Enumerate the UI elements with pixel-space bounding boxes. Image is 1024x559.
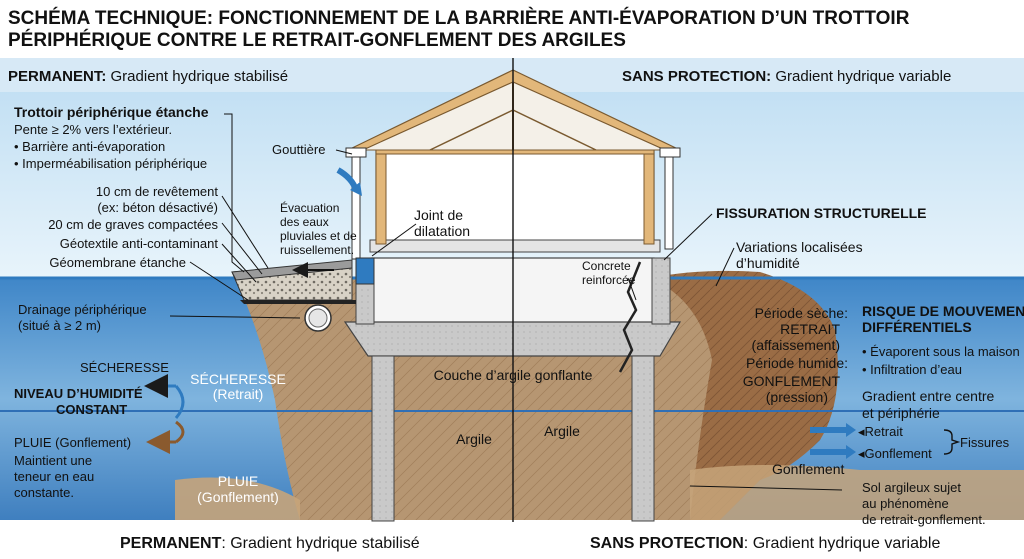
sol-line3: de retrait-gonflement.	[862, 512, 986, 527]
drainage-line1: Drainage périphérique	[18, 302, 147, 317]
water-zone-left	[0, 278, 300, 520]
variations-line1: Variations localisées	[736, 239, 863, 255]
house-upper-floor	[375, 149, 655, 247]
gradient-line1: Gradient entre centre	[862, 388, 995, 404]
soil-gonflement: (Gonflement)	[197, 489, 279, 505]
fissuration-label: FISSURATION STRUCTURELLE	[716, 205, 927, 221]
concrete-line1: Concrete	[582, 259, 631, 273]
humide-line3: (pression)	[766, 389, 828, 405]
moisture-arrow-down	[175, 420, 185, 444]
leader-lines-right	[627, 213, 843, 491]
moisture-arrow-up	[174, 385, 185, 419]
sidewalk-slope: Pente ≥ 2% vers l’extérieur.	[14, 122, 172, 137]
humidity-zone-right	[650, 270, 838, 520]
joint-line2: dilatation	[414, 223, 470, 239]
sidewalk-bullet1: • Barrière anti-évaporation	[14, 139, 165, 154]
left-header: PERMANENT: Gradient hydrique stabilisé	[8, 68, 288, 85]
sidewalk-bullet2: • Imperméabilisation périphérique	[14, 156, 207, 171]
niveau-line1: NIVEAU D’HUMIDITÉ	[14, 386, 143, 401]
risque-bullet1: • Évaporent sous la maison	[862, 344, 1020, 359]
risque-line1: RISQUE DE MOUVEMENTS	[862, 303, 1024, 319]
gradient-line2: et périphérie	[862, 405, 940, 421]
layer-gravel: 20 cm de graves compactées	[48, 217, 218, 232]
soil-pluie: PLUIE	[218, 473, 258, 489]
gutter-left	[345, 147, 367, 158]
risque-bullet2: • Infiltration d’eau	[862, 362, 962, 377]
argile-right: Argile	[544, 423, 580, 439]
maintient-line3: constante.	[14, 485, 74, 500]
maintient-line2: teneur en eau	[14, 469, 94, 484]
variations-line2: d’humidité	[736, 255, 800, 271]
couche-label: Couche d’argile gonflante	[434, 367, 593, 383]
argile-left: Argile	[456, 431, 492, 447]
concrete-line2: reinforcée	[582, 273, 636, 287]
gonflement-text: ◂Gonflement	[858, 446, 932, 461]
left-pluie: PLUIE (Gonflement)	[14, 435, 131, 450]
drainage-line2: (situé à ≥ 2 m)	[18, 318, 101, 333]
gutter-right	[659, 147, 681, 158]
leader-lines-left	[169, 113, 417, 319]
clay-band-right	[690, 465, 1024, 522]
title-line2: PÉRIPHÉRIQUE CONTRE LE RETRAIT-GONFLEMEN…	[8, 29, 626, 51]
sol-line2: au phénomène	[862, 496, 949, 511]
niveau-line2: CONSTANT	[56, 402, 127, 417]
layer-geotextile: Géotextile anti-contaminant	[60, 236, 219, 251]
left-footer: PERMANENT: Gradient hydrique stabilisé	[120, 535, 420, 552]
humide-line1: Période humide:	[746, 355, 848, 371]
downpipe-right	[664, 156, 674, 250]
soil-secheresse: SÉCHERESSE	[190, 371, 286, 387]
layer-coating2: (ex: béton désactivé)	[97, 200, 218, 215]
left-secheresse: SÉCHERESSE	[80, 360, 169, 375]
fissures-brace	[943, 429, 961, 455]
fissures-label: Fissures	[960, 435, 1010, 450]
evacuation-line3: pluviales et de	[280, 229, 357, 243]
structural-crack	[618, 261, 642, 373]
evacuation-line2: des eaux	[280, 215, 329, 229]
floor-slab	[369, 239, 661, 253]
geomembrane	[240, 300, 356, 304]
wall-stud-right	[643, 153, 655, 245]
right-footer: SANS PROTECTION: Gradient hydrique varia…	[590, 535, 940, 552]
humide-line2: GONFLEMENT	[743, 373, 841, 389]
joint-line1: Joint de	[414, 207, 463, 223]
layer-membrane: Géomembrane étanche	[49, 255, 186, 270]
sidewalk-title: Trottoir périphérique étanche	[14, 104, 209, 120]
seche-line2: RETRAIT	[780, 321, 840, 337]
seche-line3: (affaissement)	[752, 337, 840, 353]
retrait-text: ◂Retrait	[858, 424, 903, 439]
right-header: SANS PROTECTION: Gradient hydrique varia…	[622, 68, 951, 85]
layer-coating1: 10 cm de revêtement	[96, 184, 219, 199]
gutter-label: Gouttière	[272, 142, 325, 157]
evacuation-line1: Évacuation	[280, 200, 339, 215]
seche-line1: Période sèche:	[755, 305, 848, 321]
pile-left	[371, 355, 395, 522]
gonflement-arrow	[810, 445, 856, 459]
maintient-line1: Maintient une	[14, 453, 92, 468]
wall-stud-left	[375, 153, 387, 245]
gonflement-bottom: Gonflement	[772, 461, 844, 477]
title-line1: SCHÉMA TECHNIQUE: FONCTIONNEMENT DE LA B…	[8, 7, 910, 29]
clay-band-left	[175, 477, 300, 522]
retrait-arrow	[810, 423, 856, 437]
sol-line1: Sol argileux sujet	[862, 480, 961, 495]
footer-band	[0, 520, 1024, 559]
drain-box	[355, 257, 375, 285]
pile-right	[631, 355, 655, 522]
soil-retrait: (Retrait)	[213, 386, 264, 402]
basement-wall-right	[651, 257, 671, 325]
risque-line2: DIFFÉRENTIELS	[862, 319, 972, 335]
evacuation-line4: ruissellement.	[280, 243, 354, 257]
